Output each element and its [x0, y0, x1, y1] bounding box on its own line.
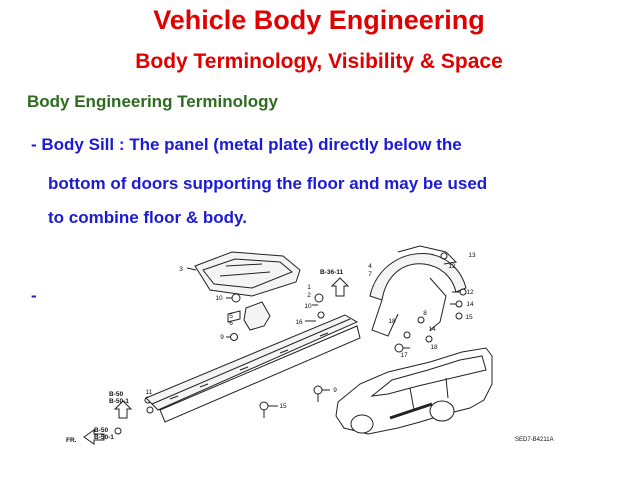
ref-b-50-bottom: B-50: [94, 427, 108, 434]
callout-14-right: 14: [466, 301, 474, 308]
slide-title: Vehicle Body Engineering: [153, 5, 485, 35]
callout-15-bottom: 15: [279, 403, 287, 410]
fr-direction-label: FR.: [66, 437, 77, 444]
callout-9-left: 9: [220, 334, 224, 341]
callout-6: 6: [229, 320, 233, 327]
callout-10-center: 10: [304, 303, 312, 310]
callout-3: 3: [179, 266, 183, 273]
callout-10-left: 10: [215, 295, 223, 302]
callout-7: 7: [368, 271, 372, 278]
callout-1: 1: [307, 284, 311, 291]
part-code-label: SED7-B4211A: [515, 437, 554, 443]
callout-9-center: 9: [333, 387, 337, 394]
callout-11: 11: [146, 389, 153, 396]
ref-b-50-1-bottom: B-50-1: [94, 434, 114, 441]
callout-14-center: 14: [428, 326, 436, 333]
side-sill-part: [145, 314, 361, 423]
callout-16: 16: [295, 319, 303, 326]
floor-panel-part: [194, 251, 301, 297]
callout-4: 4: [368, 263, 372, 270]
bullet-line-3: to combine floor & body.: [48, 208, 247, 227]
callout-17: 17: [400, 352, 408, 359]
callout-18-left: 18: [388, 318, 396, 325]
second-bullet-dash: -: [31, 286, 37, 305]
callout-15-right: 15: [465, 314, 473, 321]
ref-b-36-11: B-36-11: [320, 269, 344, 276]
callout-2: 2: [307, 292, 311, 299]
callout-13: 13: [468, 252, 476, 259]
fender-liner-part: [369, 245, 467, 337]
slide-subtitle: Body Terminology, Visibility & Space: [135, 50, 503, 73]
callout-8: 8: [423, 310, 427, 317]
ref-b-50: B-50: [109, 391, 123, 398]
callout-12-top: 12: [448, 263, 456, 270]
fastener-parts: [114, 293, 325, 435]
bullet-line-2: bottom of doors supporting the floor and…: [48, 174, 488, 193]
bullet-line-1: - Body Sill : The panel (metal plate) di…: [31, 135, 462, 154]
callout-18-bottom: 18: [430, 344, 438, 351]
callout-12-right: 12: [466, 289, 474, 296]
ref-b-50-1: B-50-1: [109, 398, 129, 405]
section-heading: Body Engineering Terminology: [27, 92, 278, 111]
car-silhouette: [335, 347, 493, 435]
callout-5: 5: [229, 313, 233, 320]
